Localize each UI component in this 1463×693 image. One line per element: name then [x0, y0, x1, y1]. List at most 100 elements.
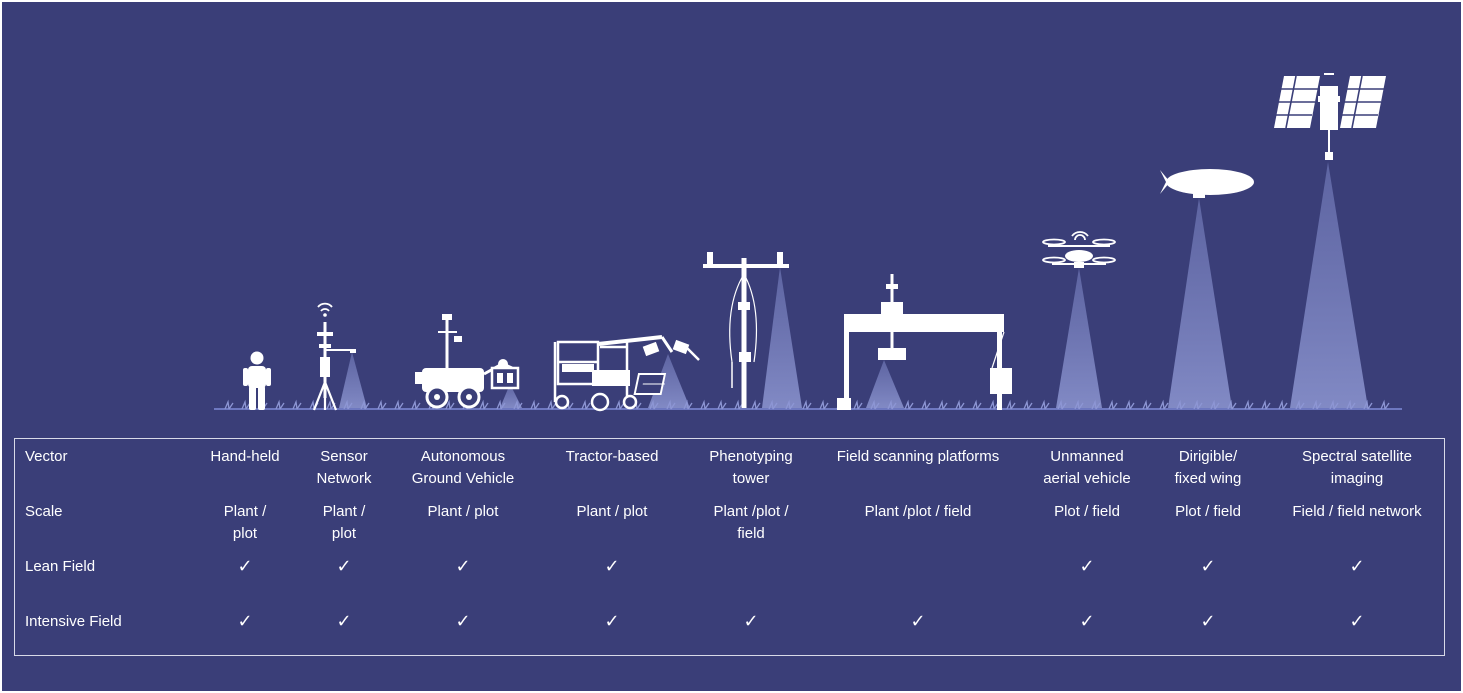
airship-beam: [1168, 198, 1232, 408]
intensive-field-check: ✓: [910, 611, 926, 632]
intensive-field-label: Intensive Field: [25, 613, 122, 630]
grass-tuft: [292, 399, 302, 410]
tower-beam: [762, 267, 802, 408]
grass-tuft: [1261, 399, 1271, 410]
lean-field-check: ✓: [1200, 556, 1216, 577]
grass-tuft: [1091, 399, 1101, 410]
grass-tuft: [411, 399, 421, 410]
vector-cell: Sensor Network: [316, 448, 372, 487]
grass-tuft: [1108, 399, 1118, 410]
grass-tuft: [1210, 399, 1220, 410]
grass-tuft: [394, 399, 404, 410]
airship-icon: [1160, 169, 1254, 198]
grass-tuft: [785, 399, 795, 410]
vector-cell: Spectral satellite imaging: [1301, 448, 1413, 487]
intensive-field-check: ✓: [336, 611, 352, 632]
grass-tuft: [1193, 399, 1203, 410]
drone-icon: [1042, 231, 1116, 268]
grass-tuft: [1363, 399, 1373, 410]
grass-tuft: [513, 399, 523, 410]
grass-tuft: [343, 399, 353, 410]
grass-tuft: [802, 399, 812, 410]
intensive-field-check: ✓: [743, 611, 759, 632]
grass-tuft: [768, 399, 778, 410]
grass-tuft: [1312, 399, 1322, 410]
grass-tuft: [853, 399, 863, 410]
lean-field-check: ✓: [1349, 556, 1365, 577]
grass-tuft: [1125, 399, 1135, 410]
intensive-field-check: ✓: [1349, 611, 1365, 632]
gantry-scanner-icon: [837, 274, 1012, 410]
drone-beam: [1056, 268, 1102, 408]
grass-tuft: [547, 399, 557, 410]
vector-cell: Dirigible/ fixed wing: [1174, 448, 1242, 487]
grass-tuft: [377, 399, 387, 410]
lean-field-check: ✓: [1079, 556, 1095, 577]
grass-tuft: [1142, 399, 1152, 410]
grass-tuft: [224, 399, 234, 410]
grass-tuft: [870, 399, 880, 410]
grass-tuft: [496, 399, 506, 410]
vector-cell: Phenotyping tower: [709, 448, 793, 487]
grass-tuft: [530, 399, 540, 410]
grass-tuft: [479, 399, 489, 410]
satellite-icon: [1274, 73, 1386, 160]
lean-field-check: ✓: [604, 556, 620, 577]
lean-field-check: ✓: [237, 556, 253, 577]
grass-tuft: [1159, 399, 1169, 410]
grass-tuft: [1023, 399, 1033, 410]
scale-cell: Plant /plot / field: [864, 503, 972, 520]
intensive-field-check: ✓: [1200, 611, 1216, 632]
grass-tuft: [938, 399, 948, 410]
person-icon: [243, 351, 271, 410]
grass-tuft: [887, 399, 897, 410]
grass-tuft: [1006, 399, 1016, 410]
ground-robot-icon: [415, 314, 520, 409]
grass-tuft: [904, 399, 914, 410]
grass-tuft: [275, 399, 285, 410]
grass-tuft: [1040, 399, 1050, 410]
scale-cell: Plant / plot: [223, 503, 267, 542]
grass-tuft: [666, 399, 676, 410]
grass-tuft: [1057, 399, 1067, 410]
intensive-field-check: ✓: [604, 611, 620, 632]
grass-tuft: [683, 399, 693, 410]
tractor-icon: [553, 335, 700, 412]
grass-tuft: [360, 399, 370, 410]
grass-tuft: [581, 399, 591, 410]
platform-illustration: [214, 73, 1402, 412]
vector-label: Vector: [25, 448, 68, 465]
lean-field-label: Lean Field: [25, 558, 96, 575]
grass-tuft: [445, 399, 455, 410]
gantry-beam: [866, 360, 904, 408]
scale-cell: Plant / plot: [322, 503, 366, 542]
grass-tuft: [972, 399, 982, 410]
grass-tuft: [819, 399, 829, 410]
vector-cell: Tractor-based: [565, 448, 659, 465]
grass-tuft: [700, 399, 710, 410]
grass-tuft: [1074, 399, 1084, 410]
lean-field-check: ✓: [336, 556, 352, 577]
satellite-beam: [1290, 162, 1368, 408]
vector-cell: Autonomous Ground Vehicle: [411, 448, 515, 487]
scale-cell: Field / field network: [1292, 503, 1422, 520]
grass-tuft: [1278, 399, 1288, 410]
phenotyping-tower-icon: [633, 252, 789, 408]
grass-tuft: [989, 399, 999, 410]
scale-cell: Plant / plot: [427, 503, 499, 520]
grass-tuft: [955, 399, 965, 410]
grass-tuft: [1346, 399, 1356, 410]
grass-tuft: [717, 399, 727, 410]
intensive-field-check: ✓: [455, 611, 471, 632]
platform-table: [14, 438, 1445, 656]
grass-tuft: [1244, 399, 1254, 410]
sensor-beam: [339, 352, 367, 408]
grass-tuft: [241, 399, 251, 410]
grass-tuft: [921, 399, 931, 410]
grass-tuft: [1295, 399, 1305, 410]
grass-tuft: [1227, 399, 1237, 410]
grass-tuft: [615, 399, 625, 410]
grass-tuft: [1176, 399, 1186, 410]
scale-cell: Plot / field: [1054, 503, 1120, 520]
